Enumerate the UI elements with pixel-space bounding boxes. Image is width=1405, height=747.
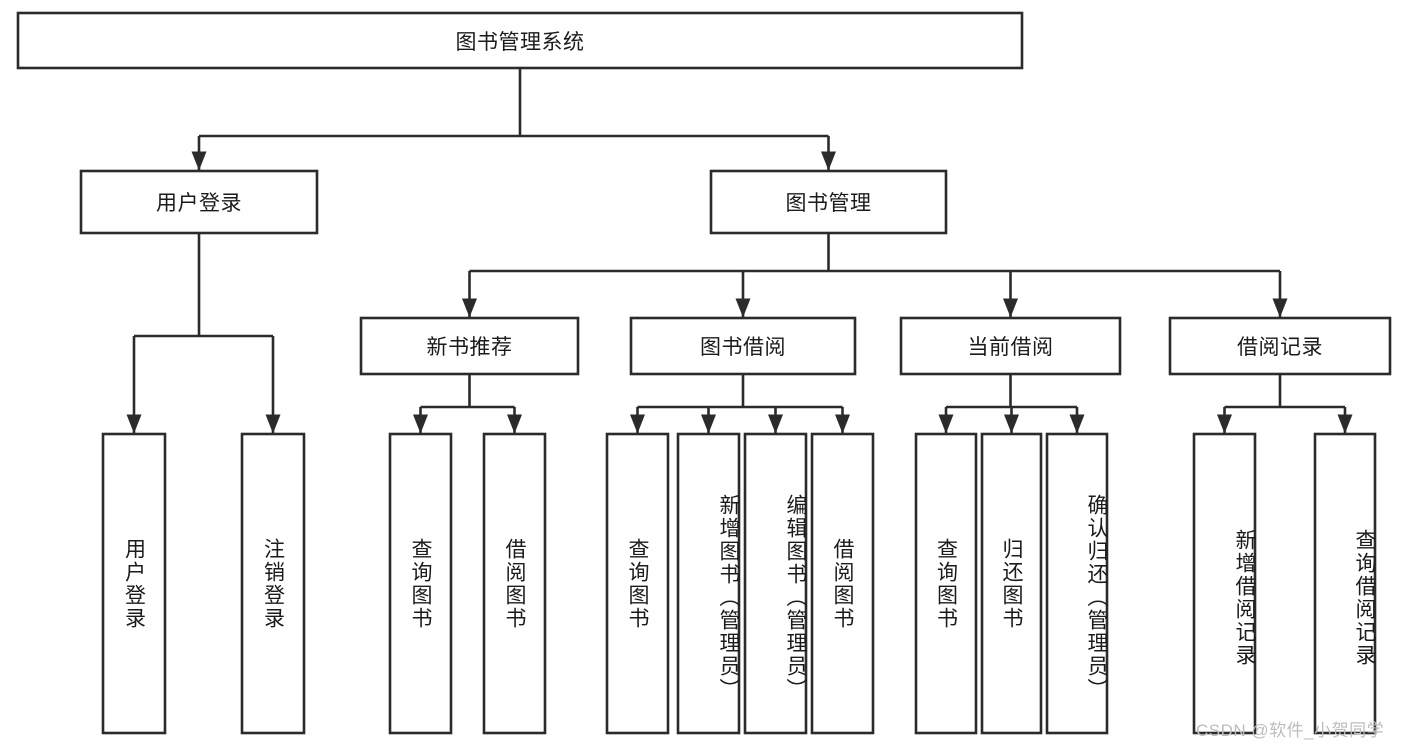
- arrow-head-book-manage-to-book-borrow: [735, 298, 751, 318]
- arrow-head-book-manage-to-current-borrow: [1003, 298, 1018, 318]
- arrow-head-book-borrow-to-leaf-query-book-2: [630, 414, 645, 434]
- arrow-head-new-book-rec-to-leaf-query-book-1: [413, 414, 428, 434]
- arrow-head-borrow-record-to-leaf-add-record: [1217, 414, 1232, 434]
- arrow-head-root-to-book-manage: [821, 151, 836, 171]
- arrow-head-book-borrow-to-leaf-edit-book: [768, 414, 783, 434]
- arrow-head-book-manage-to-borrow-record: [1272, 298, 1288, 318]
- node-box-leaf-user-logout[interactable]: [240, 432, 306, 735]
- node-box-leaf-query-book-3[interactable]: [914, 432, 978, 735]
- node-box-leaf-query-book-1[interactable]: [388, 432, 453, 735]
- arrow-head-current-borrow-to-leaf-query-book-3: [938, 414, 954, 434]
- node-box-leaf-return-book[interactable]: [980, 432, 1043, 735]
- arrow-head-borrow-record-to-leaf-query-record: [1337, 414, 1353, 434]
- arrow-head-root-to-user-login: [191, 151, 207, 171]
- arrow-head-book-manage-to-new-book-rec: [462, 298, 477, 318]
- node-box-leaf-borrow-book-2[interactable]: [810, 432, 875, 735]
- arrow-head-current-borrow-to-leaf-return-book: [1004, 414, 1019, 434]
- arrow-head-book-borrow-to-leaf-borrow-book-2: [835, 414, 850, 434]
- node-box-borrow-record[interactable]: [1168, 316, 1392, 376]
- node-box-leaf-query-book-2[interactable]: [605, 432, 670, 735]
- node-box-leaf-confirm-return[interactable]: [1045, 432, 1109, 735]
- node-box-leaf-add-record[interactable]: [1192, 432, 1257, 735]
- node-box-leaf-edit-book[interactable]: [743, 432, 808, 735]
- node-box-leaf-user-login[interactable]: [101, 432, 167, 735]
- node-box-book-manage[interactable]: [709, 169, 948, 235]
- node-box-leaf-add-book[interactable]: [676, 432, 741, 735]
- arrow-head-new-book-rec-to-leaf-borrow-book-1: [507, 414, 522, 434]
- arrow-head-book-borrow-to-leaf-add-book: [701, 414, 716, 434]
- node-box-leaf-borrow-book-1[interactable]: [482, 432, 547, 735]
- arrow-head-user-login-to-leaf-user-logout: [265, 414, 281, 434]
- node-box-user-login[interactable]: [79, 169, 319, 235]
- node-box-current-borrow[interactable]: [899, 316, 1122, 376]
- node-box-new-book-rec[interactable]: [359, 316, 580, 376]
- node-layer: [16, 11, 1392, 735]
- node-box-root[interactable]: [16, 11, 1024, 70]
- arrow-head-current-borrow-to-leaf-confirm-return: [1069, 414, 1085, 434]
- node-box-leaf-query-record[interactable]: [1313, 432, 1377, 735]
- csdn-watermark: CSDN @软件_小贺同学: [1196, 721, 1385, 740]
- node-box-book-borrow[interactable]: [629, 316, 857, 376]
- connector-layer: [126, 68, 1353, 434]
- arrow-head-user-login-to-leaf-user-login: [126, 414, 142, 434]
